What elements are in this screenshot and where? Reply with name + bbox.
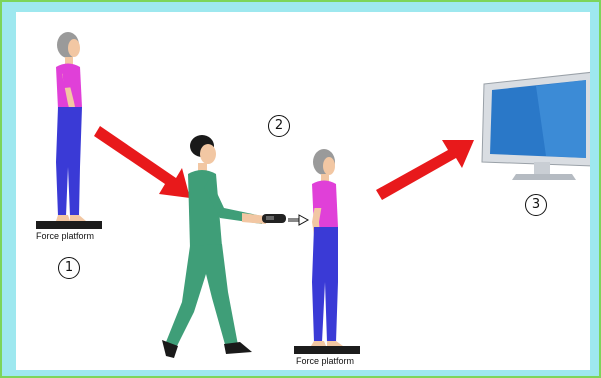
step-number-1: 1	[58, 257, 80, 279]
clinician-icon	[162, 135, 266, 358]
red-arrow-icon	[94, 126, 190, 198]
standing-patient-icon	[311, 149, 343, 346]
step-number-3: 3	[525, 194, 547, 216]
force-platform-icon	[294, 346, 360, 354]
diagram-canvas: Force platform Force platform 1 2 3	[16, 12, 590, 370]
diagram-drawing	[16, 12, 590, 370]
handheld-scanner-icon	[262, 214, 308, 225]
red-arrow-icon	[376, 140, 474, 200]
force-platform-label: Force platform	[296, 356, 354, 366]
force-platform-label: Force platform	[36, 231, 94, 241]
monitor-icon	[482, 72, 590, 180]
step-number-2: 2	[268, 115, 290, 137]
force-platform-icon	[36, 221, 102, 229]
standing-patient-icon	[56, 32, 86, 221]
